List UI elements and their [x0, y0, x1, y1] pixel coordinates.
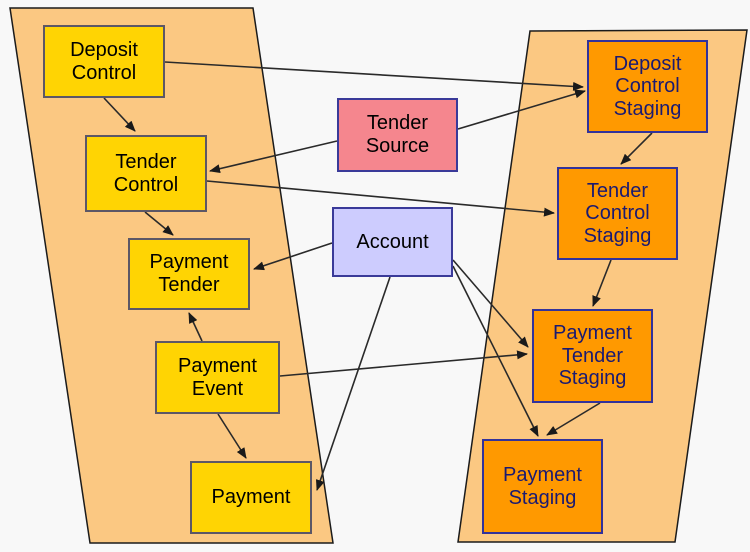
- node-label: Deposit Control: [70, 38, 138, 84]
- edge-payment-event-to-payment-tender-staging: [279, 350, 528, 377]
- edge-account-to-payment: [315, 276, 391, 491]
- edge-deposit-control-to-tender-control: [103, 97, 136, 132]
- node-label: Deposit Control Staging: [613, 52, 682, 120]
- node-label: Tender Control Staging: [583, 179, 652, 247]
- edge-payment-tender-staging-to-payment-staging: [546, 402, 601, 436]
- edge-tender-control-to-payment-tender: [144, 211, 174, 236]
- edge-tender-control-staging-to-payment-tender-staging: [592, 259, 612, 307]
- edge-payment-event-to-payment: [217, 413, 247, 459]
- node-payment-event: Payment Event: [155, 341, 280, 414]
- node-label: Account: [356, 230, 429, 253]
- node-label: Payment Tender Staging: [553, 322, 632, 390]
- node-tender-control: Tender Control: [85, 135, 207, 212]
- edge-tender-source-to-deposit-control-staging: [457, 89, 586, 130]
- node-label: Payment: [211, 486, 291, 509]
- node-label: Payment Event: [178, 354, 257, 400]
- edge-account-to-payment-tender-staging: [452, 259, 529, 348]
- edge-deposit-control-to-deposit-control-staging: [164, 61, 584, 91]
- edge-account-to-payment-tender: [253, 242, 333, 271]
- edge-deposit-control-staging-to-tender-control-staging: [620, 132, 653, 165]
- edge-account-to-payment-staging: [452, 265, 539, 437]
- node-label: Payment Staging: [503, 463, 582, 509]
- node-account: Account: [332, 207, 453, 277]
- node-label: Tender Control: [113, 150, 179, 196]
- node-tender-control-staging: Tender Control Staging: [557, 167, 678, 260]
- node-deposit-control: Deposit Control: [43, 25, 165, 98]
- edge-payment-event-to-payment-tender: [188, 312, 203, 342]
- right-funnel-panel: [457, 29, 748, 543]
- node-payment: Payment: [190, 461, 312, 534]
- node-label: Tender Source: [365, 112, 430, 157]
- edge-tender-source-to-tender-control: [209, 140, 338, 174]
- edge-tender-control-to-tender-control-staging: [206, 180, 555, 217]
- node-tender-source: Tender Source: [337, 98, 458, 172]
- node-label: Payment Tender: [149, 251, 229, 296]
- node-deposit-control-staging: Deposit Control Staging: [587, 40, 708, 133]
- node-payment-staging: Payment Staging: [482, 439, 603, 534]
- node-payment-tender-staging: Payment Tender Staging: [532, 309, 653, 403]
- node-payment-tender: Payment Tender: [128, 238, 250, 310]
